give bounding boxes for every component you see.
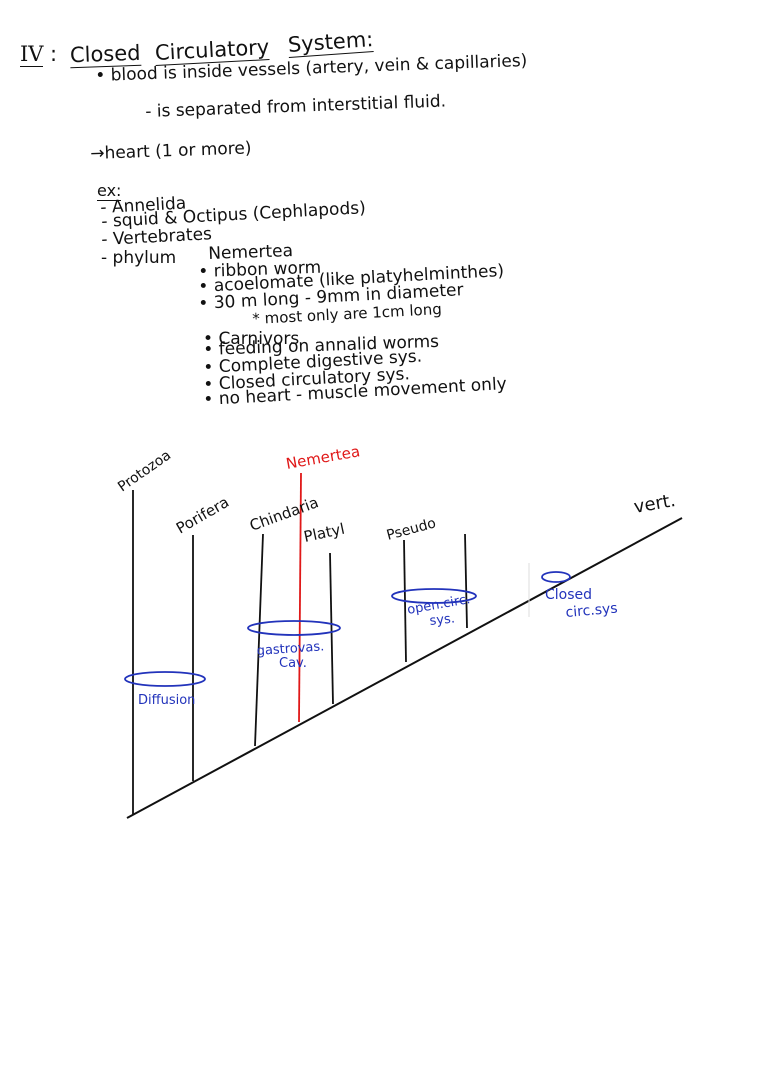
label-nemertea: Nemertea xyxy=(285,442,362,473)
bullet-dot: • xyxy=(203,329,219,349)
ring-diffusion xyxy=(124,671,206,687)
ring-open-circ xyxy=(391,588,477,604)
text: Carnivors xyxy=(218,329,300,349)
annotation-diffusion: Diffusion xyxy=(138,693,195,708)
label-platyl: Platyl xyxy=(302,520,346,546)
label-pseudo: Pseudo xyxy=(385,515,438,544)
annotation-closed: Closed xyxy=(545,587,592,603)
ring-closed-circ xyxy=(541,571,571,583)
annotation-gastro-cav: Cav. xyxy=(279,656,307,671)
nemertea-carnivors: • Carnivors xyxy=(203,331,299,348)
label-vert: vert. xyxy=(632,490,677,518)
section-numeral: IV xyxy=(20,42,44,67)
branch-line-platyl xyxy=(329,552,334,705)
annotation-gastrovascular: gastrovas. xyxy=(256,639,325,659)
main-axis-line xyxy=(126,517,683,819)
section-colon: : xyxy=(50,42,58,66)
annotation-open-sys: sys. xyxy=(429,611,456,629)
branch-line-nemertea xyxy=(298,472,302,723)
label-protozoa: Protozoa xyxy=(115,447,174,495)
label-porifera: Porifera xyxy=(173,493,232,538)
ring-gastrovascular xyxy=(247,620,341,636)
ex-label: ex: xyxy=(97,181,122,201)
annotation-closed-sys: circ.sys xyxy=(565,601,618,621)
branch-line-chindaria xyxy=(254,533,264,747)
ex-phylum: - phylum xyxy=(101,248,177,268)
branch-line-pseudo-right xyxy=(464,533,468,629)
